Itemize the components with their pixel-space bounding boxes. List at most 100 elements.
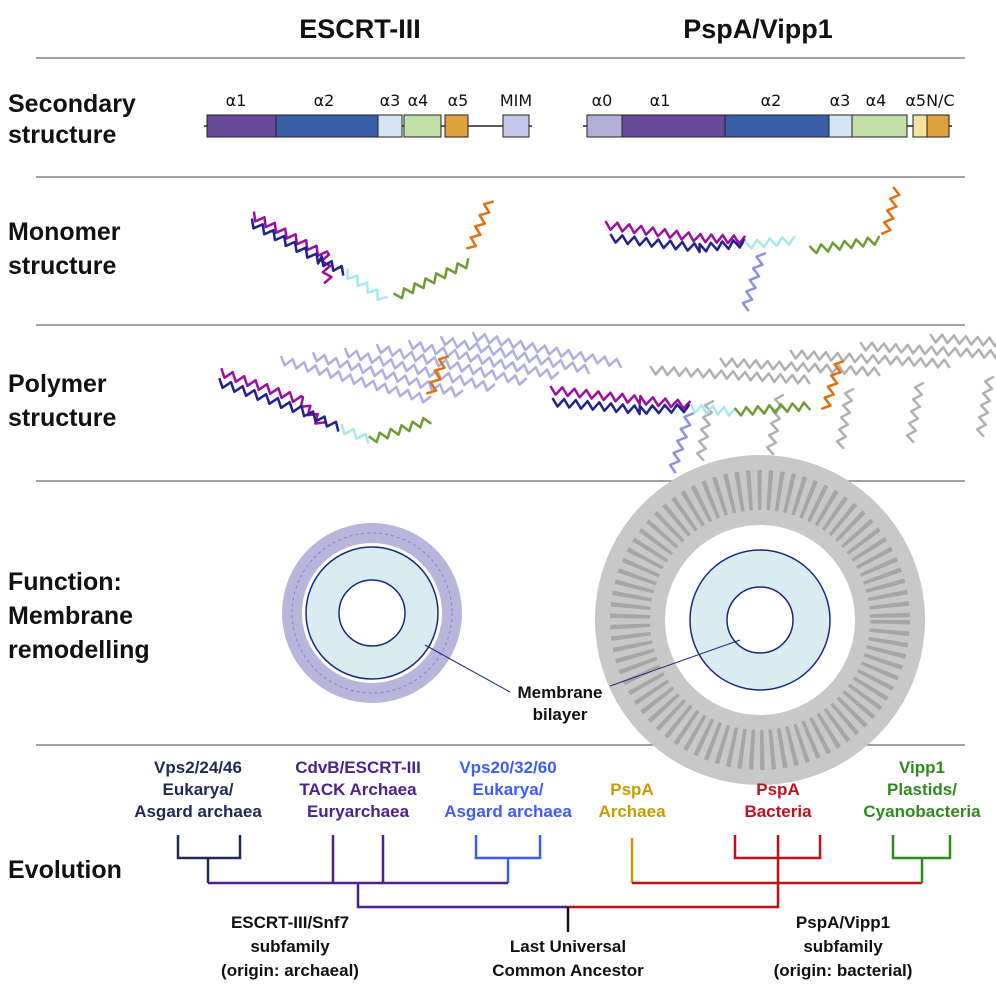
pspa-domain-α4 <box>851 114 908 138</box>
clade-label: PspA <box>610 780 653 799</box>
phylogenetic-tree <box>176 835 952 932</box>
escrt-helix-a3 <box>346 268 388 302</box>
monomer-structures <box>250 186 901 312</box>
escrt-polymer-subunit <box>375 343 528 386</box>
pspa-domain-label: α4 <box>866 91 887 110</box>
membrane-label-2: bilayer <box>533 705 588 724</box>
escrt-polymer-subunit <box>279 355 432 404</box>
pspa-domain-label: α1 <box>650 91 671 110</box>
pspa-helix-a4 <box>808 235 881 255</box>
pspa-polymer-a3 <box>689 403 737 417</box>
clade-label: Archaea <box>598 802 666 821</box>
escrt-domain-label: MIM <box>500 91 532 110</box>
branch-escrt <box>208 881 568 909</box>
row-label-function-2: Membrane <box>8 602 133 630</box>
clade-label: PspA <box>756 780 799 799</box>
escrt-domain-α4 <box>403 114 442 138</box>
pspa-domain-label: α2 <box>761 91 782 110</box>
row-label-polymer-2: structure <box>8 404 116 432</box>
column-header-escrt: ESCRT-III <box>299 14 421 44</box>
escrt-subfamily-label: ESCRT-III/Snf7 <box>231 913 349 932</box>
clade-label: Cyanobacteria <box>863 802 981 821</box>
clade-label: Asgard archaea <box>134 802 262 821</box>
pspa-domain-α1 <box>621 114 726 138</box>
pspa-polymer-subunit <box>789 349 951 369</box>
escrt-polymer-subunit <box>311 351 464 398</box>
escrt-helix-a4 <box>392 258 470 300</box>
row-label-polymer-1: Polymer <box>8 370 107 398</box>
pspa-domain-label: α5N/C <box>905 91 954 110</box>
clade-label: Bacteria <box>744 802 812 821</box>
luca-label: Last Universal <box>510 937 626 956</box>
pspa-polymer-subunit <box>975 375 995 438</box>
pspa-polymer-a2 <box>551 397 691 416</box>
escrt-polymer-subunit <box>439 335 591 375</box>
escrt-polymer-a5 <box>425 355 450 395</box>
row-label-evolution: Evolution <box>8 856 122 884</box>
escrt-domain-MIM <box>502 114 530 138</box>
clade-label: TACK Archaea <box>299 780 417 799</box>
pspa-helix-a2 <box>609 233 746 254</box>
branch-vipp1 <box>891 835 952 883</box>
membrane-pointer-right <box>609 639 741 687</box>
escrt-domain-α5 <box>444 114 469 138</box>
escrt-ring-assembly <box>282 523 462 703</box>
pspa-polymer-a5 <box>820 359 845 411</box>
escrt-polymer-a3 <box>340 423 370 445</box>
row-label-secondary-1: Secondary <box>8 90 136 118</box>
pspa-polymer-subunit <box>719 357 881 377</box>
escrt-domain-label: α5 <box>448 91 469 110</box>
pspa-domain-α3 <box>828 114 853 138</box>
pspa-helix-a0 <box>741 251 767 312</box>
pspa-domain-label: α3 <box>830 91 851 110</box>
escrt-domain-label: α3 <box>380 91 401 110</box>
escrt-polymer-a4 <box>367 416 433 444</box>
pspa-polymer-subunit <box>929 333 996 348</box>
pspa-domain-α2 <box>724 114 830 138</box>
clade-label: Vps20/32/60 <box>459 758 556 777</box>
pspa-helix-a1 <box>604 220 747 245</box>
pspa-polymer-subunit <box>859 341 996 360</box>
clade-label: Euryarchaea <box>307 802 410 821</box>
clade-label: CdvB/ESCRT-III <box>295 758 421 777</box>
branch-pspa-bacteria <box>568 835 922 909</box>
escrt-polymer-subunit <box>343 347 496 392</box>
pspa-helix-a5 <box>880 186 901 236</box>
clade-label: Asgard archaea <box>444 802 572 821</box>
row-label-monomer-1: Monomer <box>8 218 121 246</box>
escrt-domain-label: α2 <box>314 91 335 110</box>
clade-label: Vipp1 <box>899 758 945 777</box>
pspa-helix-a3 <box>743 235 796 250</box>
pspa-domain-label: α0 <box>592 91 613 110</box>
branch-cdvb <box>331 835 385 883</box>
row-label-function-1: Function: <box>8 568 122 596</box>
pspa-polymer-subunit <box>835 387 855 450</box>
escrt-polymer-a1 <box>220 367 326 425</box>
column-header-pspa: PspA/Vipp1 <box>683 14 833 44</box>
pspa-polymer-a4 <box>733 401 812 417</box>
escrt-domain-α1 <box>206 114 277 138</box>
clade-label: Eukarya/ <box>163 780 234 799</box>
escrt-ring-texture <box>291 532 453 694</box>
escrt-domain-α2 <box>275 114 379 138</box>
pspa-polymer-a1 <box>549 385 692 410</box>
pspa-subfamily-label: PspA/Vipp1 <box>796 913 890 932</box>
clade-label: Plastids/ <box>887 780 957 799</box>
escrt-membrane-inner <box>338 579 406 647</box>
pspa-domain-α0 <box>586 114 623 138</box>
escrt-polymer-subunit <box>471 331 623 369</box>
escrt-domain-α3 <box>377 114 403 138</box>
escrt-helix-a1 <box>252 211 333 285</box>
pspa-polymer-subunit <box>905 381 925 444</box>
escrt-polymer-subunit <box>407 339 560 380</box>
polymer-structures <box>218 331 996 474</box>
pspa-subfamily-label: (origin: bacterial) <box>774 961 913 980</box>
membrane-label-1: Membrane <box>517 683 602 702</box>
membrane-pointer-left <box>424 644 511 693</box>
pspa-polymer-subunit <box>649 365 811 385</box>
pspa-ring-texture <box>610 470 910 770</box>
escrt-helix-a5 <box>465 200 495 250</box>
row-label-secondary-2: structure <box>8 121 116 149</box>
